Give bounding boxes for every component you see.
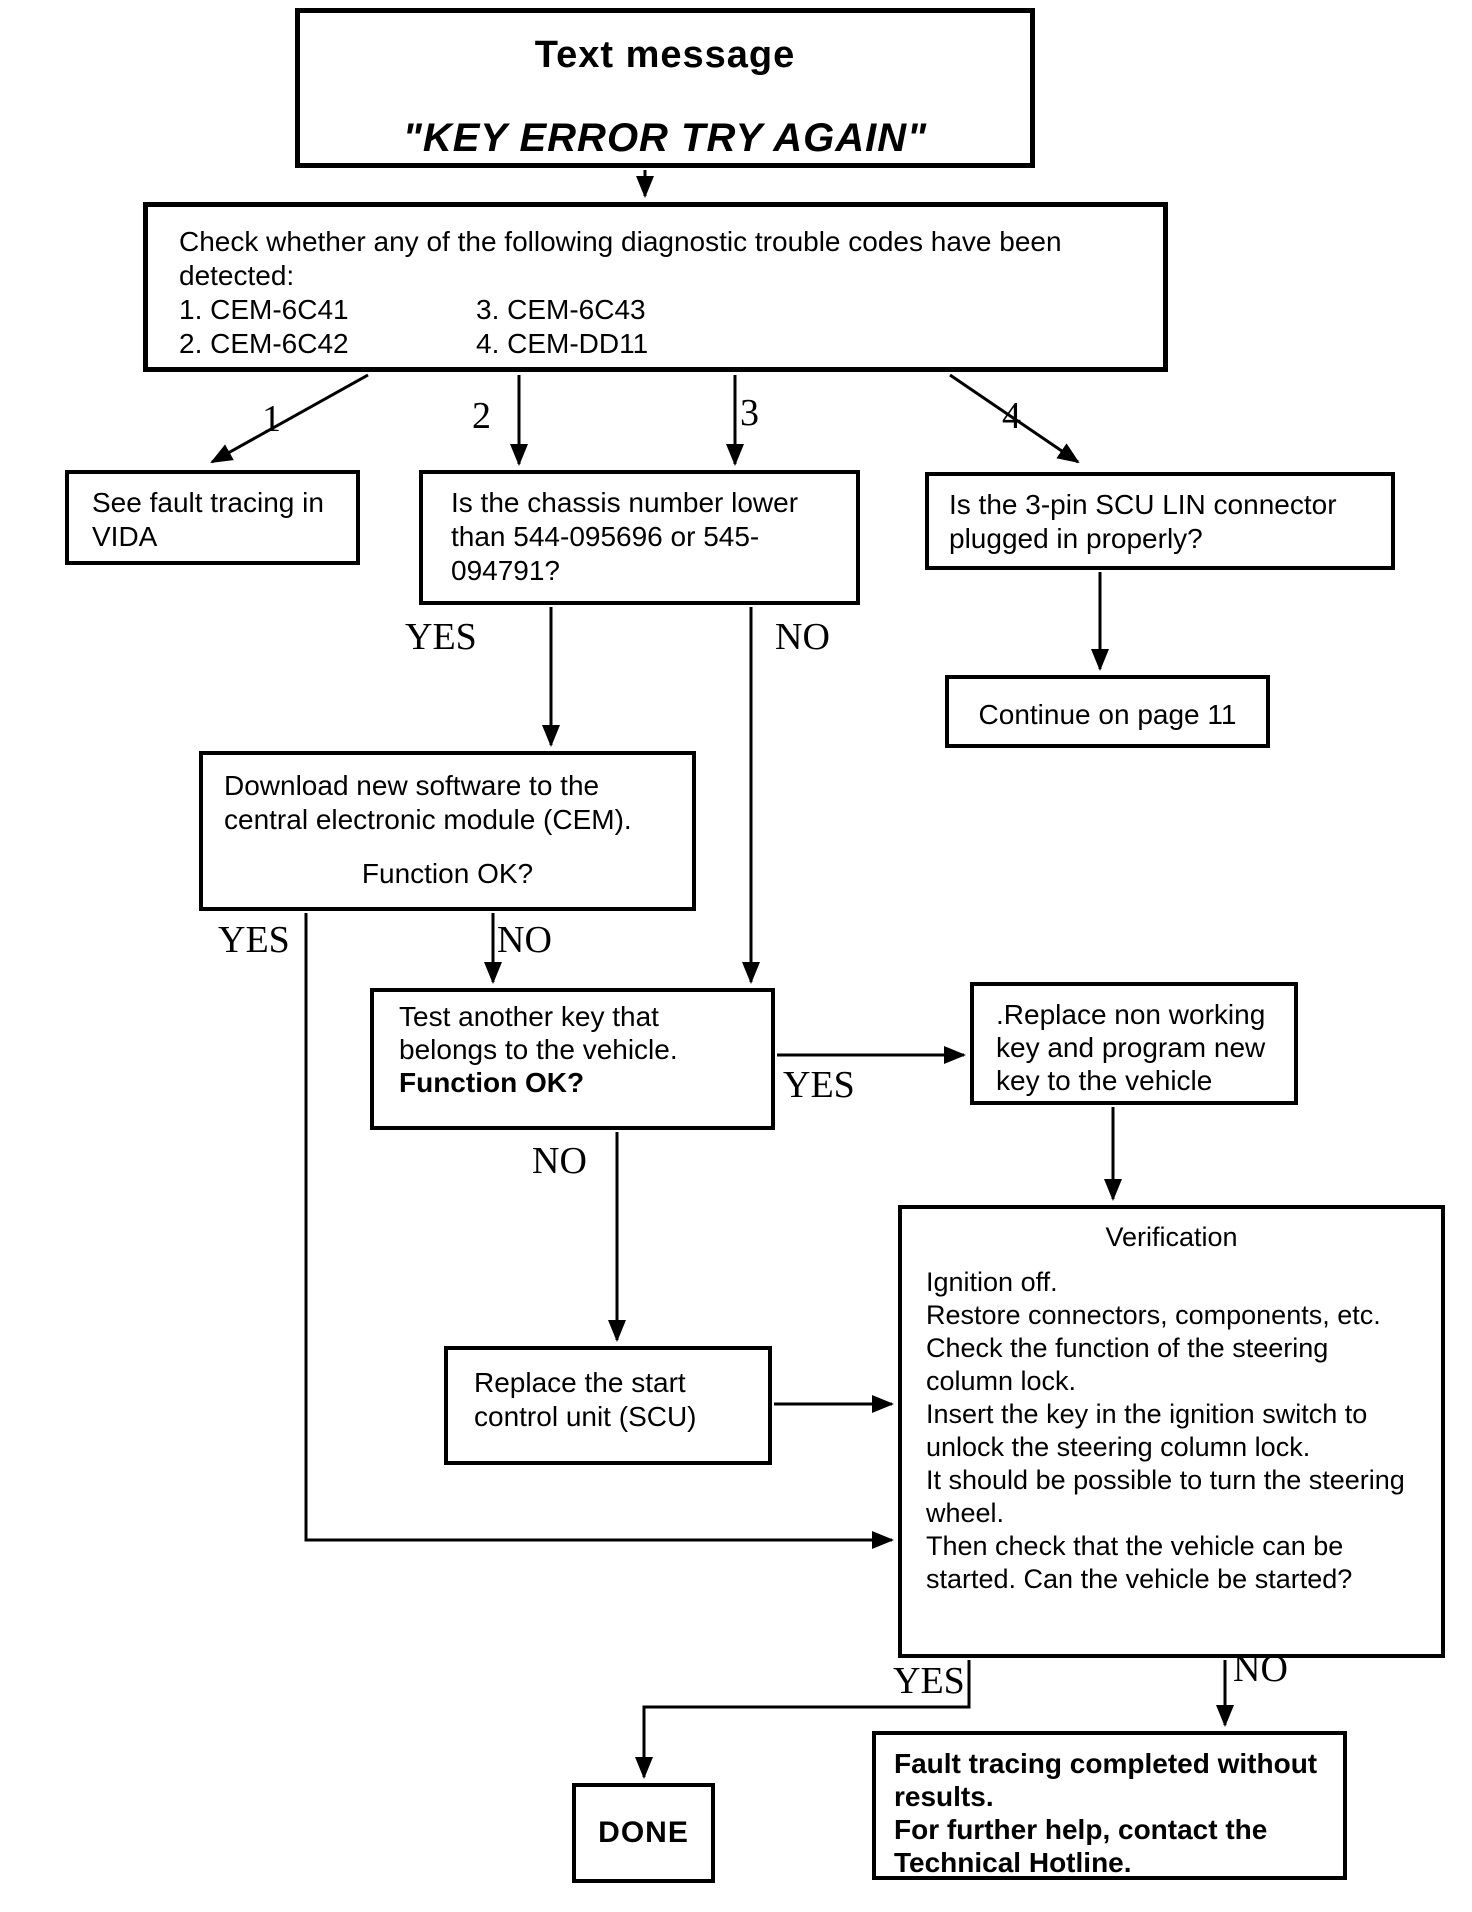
branch-label-1: 1 (262, 398, 281, 440)
branch-label-3: 3 (740, 392, 759, 434)
chassis-line1: Is the chassis number lower (451, 487, 799, 518)
verification-line: Restore connectors, components, etc. (926, 1300, 1381, 1330)
label-download-no: NO (497, 919, 552, 961)
edge-branch-1 (210, 373, 369, 464)
node-download-software: Download new software to the central ele… (199, 751, 696, 911)
fault-line: For further help, contact the (894, 1814, 1268, 1845)
verification-line: wheel. (926, 1498, 1005, 1528)
fault-line: results. (894, 1781, 994, 1812)
download-line1: Download new software to the (224, 770, 600, 801)
node-replace-key: .Replace non working key and program new… (970, 982, 1298, 1105)
verification-line: started. Can the vehicle be started? (926, 1564, 1353, 1594)
label-chassis-yes: YES (405, 616, 477, 658)
testkey-line1: Test another key that (399, 1001, 659, 1032)
label-testkey-yes: YES (783, 1064, 855, 1106)
dtc-check-line1: Check whether any of the following diagn… (179, 226, 1062, 257)
edge-branch-4 (949, 373, 1080, 464)
node-fault-tracing-completed: Fault tracing completed without results.… (872, 1731, 1347, 1880)
chassis-line2: than 544-095696 or 545- (451, 521, 760, 552)
node-scu-lin-connector-question: Is the 3-pin SCU LIN connector plugged i… (925, 472, 1395, 570)
verification-line: Insert the key in the ignition switch to (926, 1399, 1368, 1429)
chassis-line3: 094791? (451, 555, 561, 586)
verification-line: It should be possible to turn the steeri… (926, 1465, 1405, 1495)
dtc-code-2: 2. CEM-6C42 (179, 328, 349, 359)
label-testkey-no: NO (532, 1140, 587, 1182)
verification-line: column lock. (926, 1366, 1077, 1396)
node-replace-scu: Replace the start control unit (SCU) (444, 1346, 772, 1465)
replacekey-line1: .Replace non working (996, 999, 1266, 1030)
verification-line: Then check that the vehicle can be (926, 1531, 1344, 1561)
dtc-code-4: 4. CEM-DD11 (476, 328, 649, 359)
node-continue-page-11: Continue on page 11 (945, 675, 1270, 748)
fault-line: Technical Hotline. (894, 1847, 1132, 1878)
done-text: DONE (598, 1816, 689, 1849)
label-chassis-no: NO (775, 616, 830, 658)
label-download-yes: YES (218, 919, 290, 961)
edge-verification-yes (635, 1660, 971, 1779)
dtc-code-3: 3. CEM-6C43 (476, 294, 646, 325)
text-message-title: Text message (534, 34, 796, 76)
node-see-vida: See fault tracing in VIDA (65, 470, 360, 565)
branch-label-4: 4 (1002, 395, 1021, 437)
scu-line2: control unit (SCU) (474, 1401, 697, 1432)
node-text-message: Text message "KEY ERROR TRY AGAIN" (295, 8, 1035, 168)
scu-line1: Replace the start (474, 1367, 686, 1398)
page11-text: Continue on page 11 (978, 698, 1237, 730)
sculin-line1: Is the 3-pin SCU LIN connector (949, 489, 1337, 520)
node-chassis-number-question: Is the chassis number lower than 544-095… (419, 470, 860, 605)
download-function-ok: Function OK? (361, 858, 534, 889)
replacekey-line2: key and program new (996, 1032, 1266, 1063)
verification-line: Ignition off. (926, 1267, 1058, 1297)
node-test-another-key: Test another key that belongs to the veh… (370, 988, 775, 1130)
vida-line2: VIDA (92, 521, 158, 552)
label-verification-no: NO (1233, 1648, 1288, 1690)
replacekey-line3: key to the vehicle (996, 1065, 1213, 1096)
node-done: DONE (572, 1783, 715, 1883)
fault-line: Fault tracing completed without (894, 1748, 1318, 1779)
edge-download-yes-long (304, 913, 894, 1549)
download-line2: central electronic module (CEM). (224, 804, 632, 835)
verification-title: Verification (1105, 1222, 1238, 1252)
node-verification: Verification Ignition off. Restore conne… (898, 1205, 1445, 1658)
sculin-line2: plugged in properly? (949, 523, 1203, 554)
label-verification-yes: YES (893, 1660, 965, 1702)
dtc-code-1: 1. CEM-6C41 (179, 294, 349, 325)
key-error-message: "KEY ERROR TRY AGAIN" (402, 116, 928, 160)
vida-line1: See fault tracing in (92, 487, 324, 518)
testkey-function-ok: Function OK? (399, 1067, 585, 1098)
node-dtc-check: Check whether any of the following diagn… (143, 202, 1168, 372)
verification-line: unlock the steering column lock. (926, 1432, 1311, 1462)
verification-line: Check the function of the steering (926, 1333, 1329, 1363)
dtc-check-line2: detected: (179, 260, 295, 291)
testkey-line2: belongs to the vehicle. (399, 1034, 678, 1065)
branch-label-2: 2 (472, 395, 491, 437)
